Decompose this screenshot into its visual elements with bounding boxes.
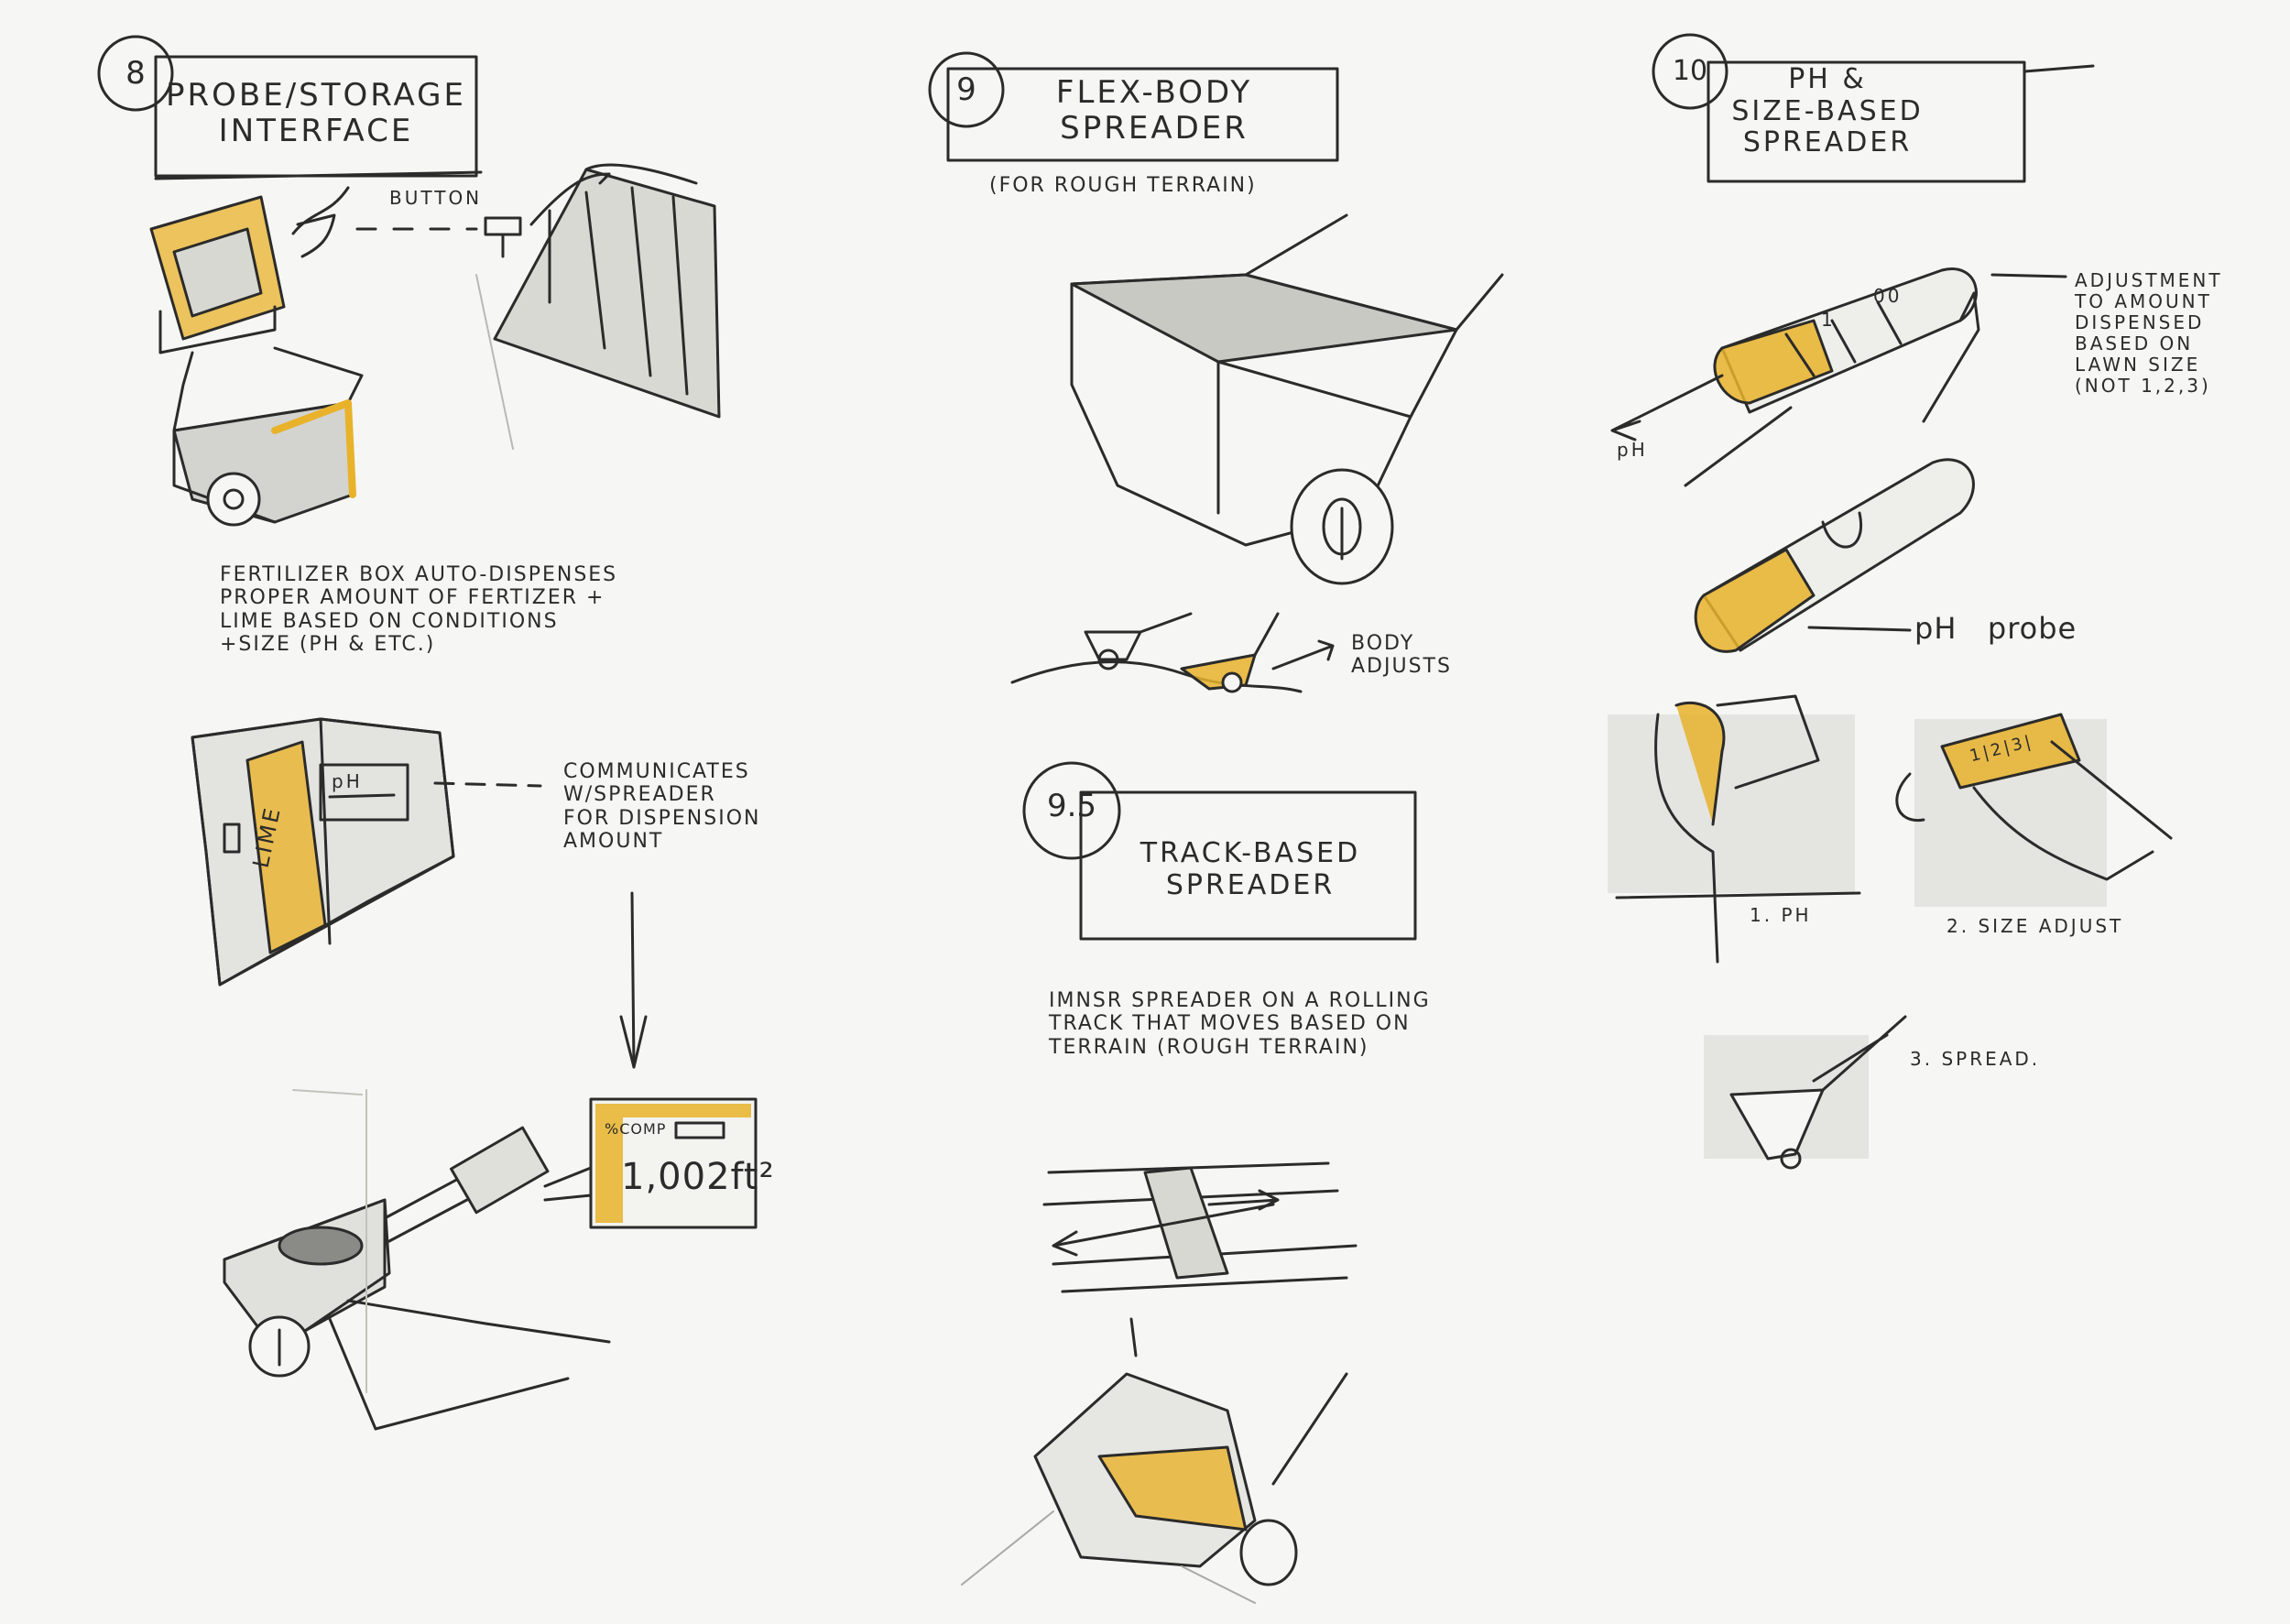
s8-button-label: BUTTON (389, 187, 483, 209)
s8-display-area: 1,002ft² (621, 1156, 775, 1198)
s10-dial-2: 00 (1873, 285, 1903, 307)
grass-cone-drawing (493, 163, 721, 419)
s10-title: PH & SIZE-BASED SPREADER (1731, 63, 1924, 158)
s8-title: PROBE/STORAGE INTERFACE (166, 77, 466, 150)
s9-5-title: TRACK-BASED SPREADER (1140, 837, 1361, 901)
s10-number: 10 (1672, 55, 1708, 87)
s10-probe-label: pH probe (1914, 611, 2077, 646)
s8-communicates-note: COMMUNICATES W/SPREADER FOR DISPENSION A… (563, 760, 761, 853)
s9-title-box (946, 67, 1339, 162)
s10-step-1: 1. pH (1750, 904, 1812, 926)
step1-ph-sketch (1608, 694, 1861, 964)
probe-station-drawing (149, 186, 522, 527)
s9-5-note: IMNSR SPREADER ON A ROLLING TRACK THAT M… (1049, 989, 1431, 1059)
track-drawing (1042, 1161, 1358, 1293)
flex-body-spreader-drawing (1070, 213, 1504, 585)
s9-subtitle: (FOR ROUGH TERRAIN) (989, 174, 1257, 197)
s10-number-circle (1652, 33, 1728, 110)
step2-size-adjust-sketch (1895, 713, 2173, 907)
s9-number-circle (928, 51, 1005, 128)
s10-ph-arrow-label: pH (1617, 439, 1648, 461)
dial-spreader-drawing (1610, 267, 2067, 487)
s8-number: 8 (125, 55, 146, 92)
s8-number-circle (97, 35, 174, 112)
s8-dispense-note: FERTILIZER BOX AUTO-DISPENSES PROPER AMO… (220, 563, 618, 656)
s10-step-2: 2. SIZE ADJUST (1946, 915, 2124, 937)
s9-title: FLEX-BODY SPREADER (1055, 74, 1253, 147)
s9-number: 9 (956, 71, 976, 108)
track-spreader-cart-drawing (961, 1317, 1348, 1604)
s8-display-status: %COMP (605, 1120, 667, 1138)
s9-5-title-box (1079, 790, 1417, 941)
body-adjusts-drawing (1010, 612, 1335, 693)
s10-step-3: 3. SPREAD. (1910, 1048, 2041, 1070)
s9-5-number-circle (1022, 761, 1121, 860)
s8-ph-label: pH (332, 770, 363, 792)
s9-5-number: 9.5 (1046, 788, 1097, 824)
ph-probe-drawing (1694, 458, 1975, 653)
s10-adjust-note: ADJUSTMENT TO AMOUNT DISPENSED BASED ON … (2075, 269, 2223, 397)
step3-spread-sketch (1704, 1015, 1907, 1170)
fertilizer-box-drawing (191, 717, 648, 1069)
s10-dial-1: 1 (1821, 309, 1836, 331)
s9-body-adjusts-label: BODY ADJUSTS (1351, 632, 1452, 679)
cart-with-display-drawing (223, 1089, 758, 1431)
s10-title-box (1707, 60, 2026, 183)
